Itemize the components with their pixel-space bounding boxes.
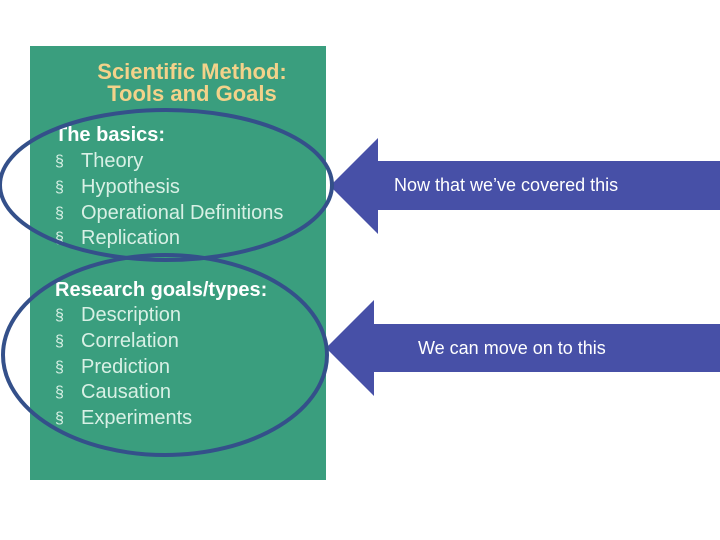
list-item: § Operational Definitions — [55, 201, 283, 227]
list-item-label: Causation — [81, 381, 172, 404]
bullet-icon: § — [55, 230, 64, 248]
basics-list: § Theory § Hypothesis § Operational Definit… — [55, 149, 283, 252]
list-item: § Prediction — [55, 355, 192, 381]
list-item-label: Correlation — [81, 329, 179, 352]
bullet-icon: § — [55, 178, 64, 196]
list-item: § Correlation — [55, 329, 192, 355]
list-item-label: Theory — [81, 150, 144, 172]
bullet-icon: § — [55, 332, 64, 350]
list-item-label: Experiments — [81, 407, 193, 430]
left-arrow-icon — [330, 138, 720, 234]
bottom-arrow-label: We can move on to this — [418, 338, 606, 358]
research-list: § Description § Correlation § Prediction § C… — [55, 303, 192, 432]
basics-heading: The basics: — [55, 124, 166, 146]
panel-title-line1: Scientific Method: — [97, 59, 287, 84]
research-heading: Research goals/types: — [55, 279, 268, 301]
bullet-icon: § — [55, 384, 64, 402]
list-item-label: Hypothesis — [81, 175, 180, 198]
top-arrow-label: Now that we’ve covered this — [394, 175, 619, 195]
list-item: § Description — [55, 303, 192, 329]
bullet-icon: § — [55, 358, 64, 376]
list-item-label: Operational Definitions — [81, 201, 284, 224]
list-item: § Causation — [55, 380, 192, 406]
bullet-icon: § — [55, 153, 64, 170]
list-item: § Theory — [55, 149, 283, 175]
list-item-label: Prediction — [81, 355, 170, 378]
list-item: § Replication — [55, 226, 283, 252]
panel-title-line2: Tools and Goals — [107, 81, 277, 106]
bullet-icon: § — [55, 204, 64, 222]
left-arrow-icon — [326, 300, 720, 396]
bottom-arrow: We can move on to this — [326, 300, 720, 396]
bullet-icon: § — [55, 307, 64, 324]
top-arrow: Now that we’ve covered this — [330, 138, 720, 234]
bullet-icon: § — [55, 410, 64, 428]
list-item-label: Replication — [81, 227, 180, 250]
list-item: § Hypothesis — [55, 175, 283, 201]
list-item: § Experiments — [55, 406, 192, 432]
list-item-label: Description — [81, 304, 182, 326]
